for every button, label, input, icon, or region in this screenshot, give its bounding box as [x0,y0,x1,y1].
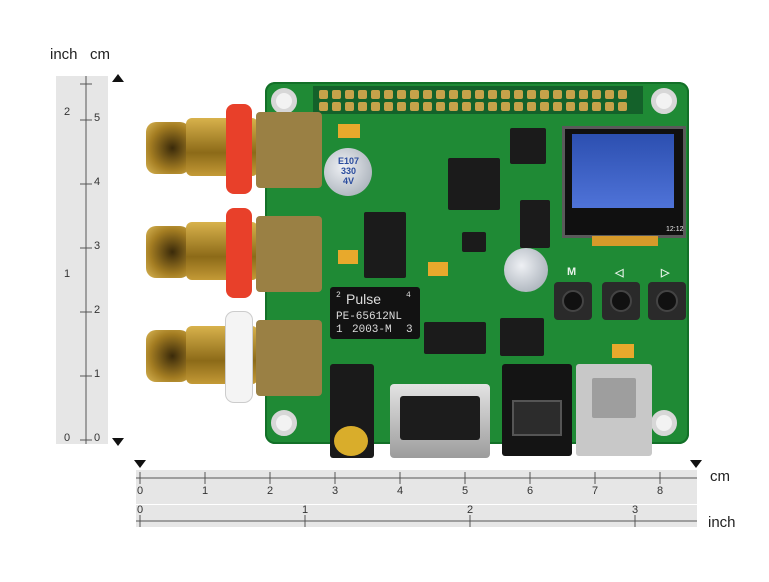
ruler-unit-cm-label: cm [710,468,730,485]
gpio-header [313,86,643,114]
chip [520,200,550,248]
rca-bracket [256,112,322,188]
ruler-marker-icon [690,460,702,468]
transformer-date-code: 2003-M [352,324,392,336]
vertical-ruler: inch cm [48,44,128,454]
rca-bracket [256,216,322,292]
horizontal-inch-ruler: 0 1 2 3 [136,504,697,527]
ruler-cm-tick: 1 [94,368,101,380]
next-button[interactable] [648,282,686,320]
previous-button[interactable] [602,282,640,320]
ruler-cm-tick: 8 [657,485,664,497]
ruler-cm-tick: 3 [94,240,101,252]
transformer-brand: Pulse [346,291,382,307]
rca-color-ring [226,312,252,402]
chip [462,232,486,252]
transformer-mark: 4 [406,291,411,300]
ruler-cm-tick: 4 [94,176,101,188]
rca-tip [146,226,190,278]
rca-tip [146,122,190,174]
chip [510,128,546,164]
ruler-cm-tick: 3 [332,485,339,497]
ruler-inch-tick: 2 [467,504,474,516]
ruler-unit-cm-label: cm [90,46,110,63]
chip [500,318,544,356]
button-cap [610,290,632,312]
tantalum-capacitor [428,262,448,276]
vertical-ruler-body: 2 1 0 5 4 3 2 1 0 [56,76,108,444]
menu-button[interactable] [554,282,592,320]
rca-connector-red[interactable] [146,104,326,194]
capacitor-label: E107 330 4V [338,156,360,186]
ruler-cm-tick: 7 [592,485,599,497]
ruler-cm-tick: 5 [94,112,101,124]
main-processor-chip [448,158,500,210]
ruler-inch-tick: 0 [137,504,144,516]
oled-corner-text: 12:12 [666,226,684,233]
ruler-cm-tick: 6 [527,485,534,497]
mounting-hole [271,88,297,114]
coaxial-port-opening [592,378,636,418]
transformer-mark: 2 [336,291,341,300]
ethernet-transformer: 2 4 Pulse PE-65612NL 1 2003-M 3 [330,287,420,339]
ruler-marker-icon [112,74,124,82]
ruler-unit-inch-label: inch [50,46,78,63]
ruler-cm-tick: 1 [202,485,209,497]
headphone-jack-ring [334,426,368,456]
chip [424,322,486,354]
button-mark: M [567,266,577,278]
transformer-mark: 3 [406,324,413,336]
ruler-inch-tick: 3 [632,504,639,516]
rca-connector-white[interactable] [146,312,326,402]
ruler-cm-tick: 0 [94,432,101,444]
ruler-inch-tick: 1 [64,268,71,280]
mounting-hole [651,88,677,114]
ruler-cm-tick: 2 [267,485,274,497]
ruler-cm-tick: 2 [94,304,101,316]
ruler-cm-tick: 5 [462,485,469,497]
ruler-cm-tick: 4 [397,485,404,497]
mounting-hole [651,410,677,436]
electrolytic-capacitor [504,248,548,292]
rca-color-ring [226,104,252,194]
oled-screen [572,134,674,208]
horizontal-cm-ruler: 0 1 2 3 4 5 6 7 8 [136,470,697,504]
button-cap [562,290,584,312]
electrolytic-capacitor [324,148,372,196]
ruler-marker-icon [134,460,146,468]
rca-color-ring [226,208,252,298]
optical-port-opening [512,400,562,436]
rca-tip [146,330,190,382]
ruler-inch-tick: 2 [64,106,71,118]
ruler-unit-inch-label: inch [708,514,736,531]
transformer-mark: 1 [336,324,343,336]
tantalum-capacitor [338,250,358,264]
button-mark: ◁ [615,267,624,279]
oled-ribbon [592,236,658,246]
dac-chip [364,212,406,278]
ruler-inch-tick: 0 [64,432,71,444]
ruler-marker-icon [112,438,124,446]
ruler-inch-tick: 1 [302,504,309,516]
rca-bracket [256,320,322,396]
button-cap [656,290,678,312]
mounting-hole [271,410,297,436]
tantalum-capacitor [612,344,634,358]
tantalum-capacitor [338,124,360,138]
button-mark: ▷ [661,267,670,279]
hdmi-port-opening [400,396,480,440]
transformer-part-number: PE-65612NL [336,311,403,323]
rca-connector-red[interactable] [146,208,326,298]
ruler-cm-tick: 0 [137,485,144,497]
